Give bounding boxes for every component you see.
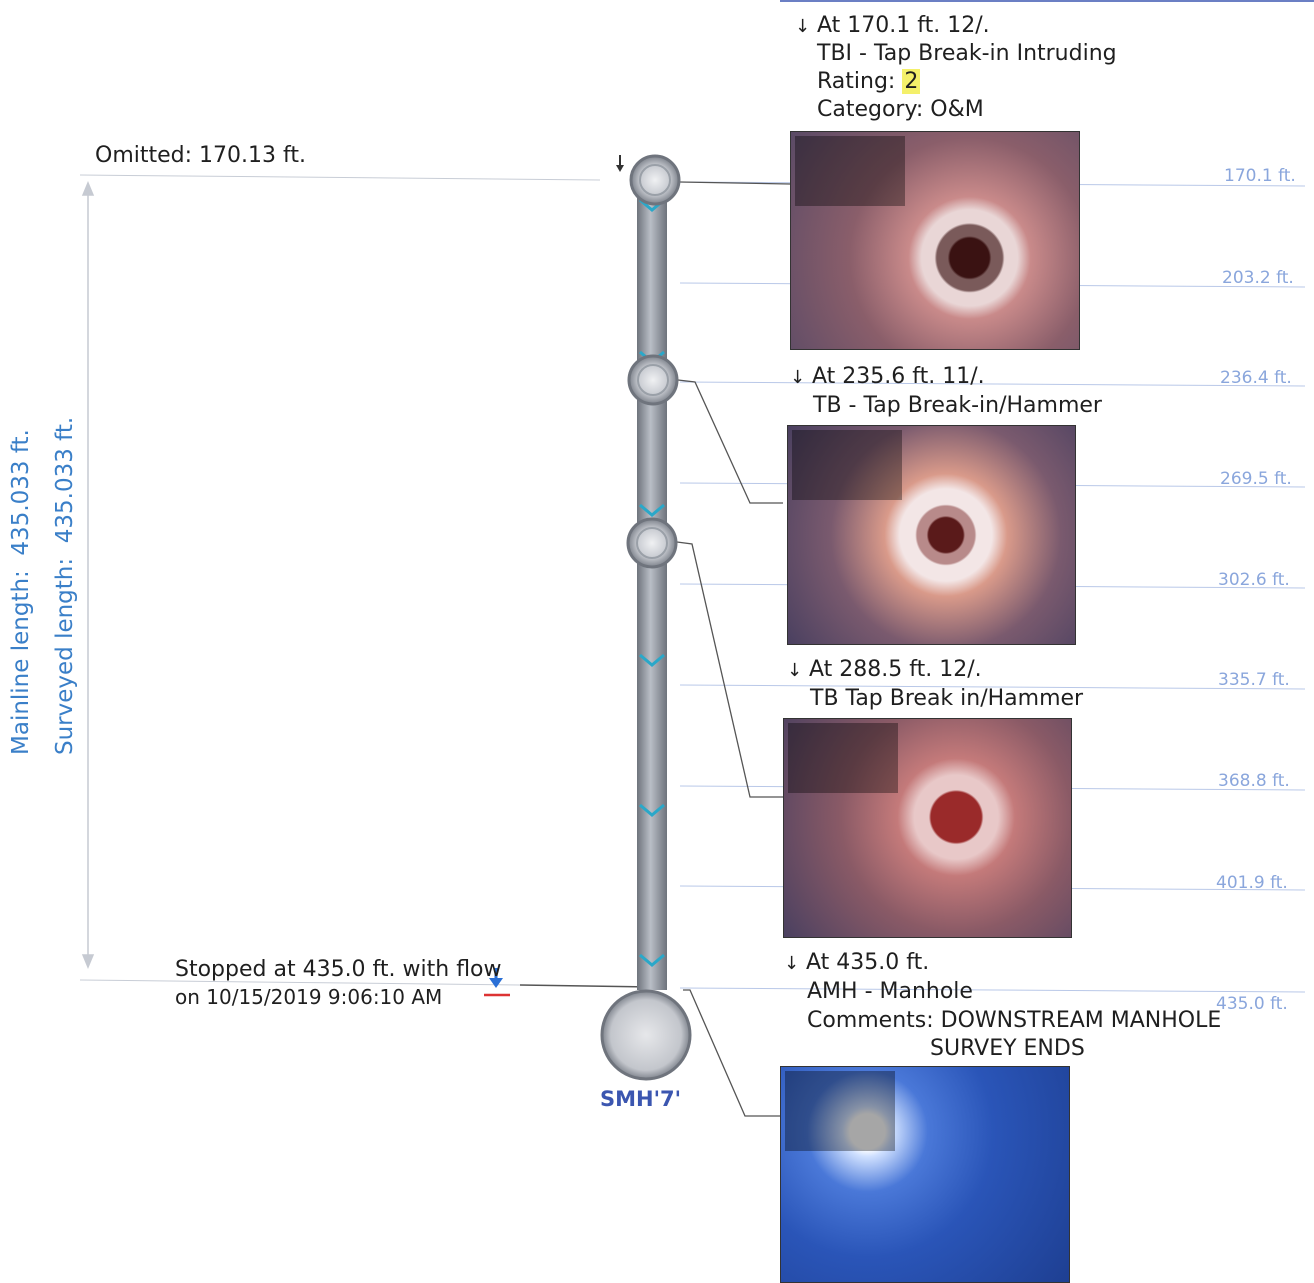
- flow-arrow: [639, 653, 665, 667]
- leader-obs-2: [677, 379, 783, 504]
- start-arrow-icon: [616, 155, 624, 172]
- distance-mark: 368.8 ft.: [1218, 771, 1290, 791]
- distance-mark: 203.2 ft.: [1222, 268, 1294, 288]
- observation-3-at: ↓At 288.5 ft. 12/.: [787, 657, 982, 682]
- surveyed-length-label: Surveyed length: 435.033 ft.: [52, 416, 78, 755]
- flow-stop-icon: [484, 968, 510, 997]
- tap-joint-170: [629, 154, 681, 206]
- omitted-label: Omitted: 170.13 ft.: [95, 143, 306, 168]
- gridline-236: [679, 381, 1306, 387]
- top-border: [780, 0, 1314, 2]
- photo-overlay-text: [788, 723, 898, 793]
- gridline-335: [679, 684, 1306, 690]
- observation-4-comments: Comments: DOWNSTREAM MANHOLE: [807, 1008, 1222, 1033]
- observation-3-photo[interactable]: [783, 718, 1072, 938]
- omitted-value: 170.13: [199, 143, 277, 168]
- distance-mark: 335.7 ft.: [1218, 670, 1290, 690]
- leader-obs-1: [679, 181, 791, 185]
- tap-joint-235: [627, 354, 679, 406]
- mainline-length-label: Mainline length: 435.033 ft.: [8, 429, 34, 755]
- down-arrow-icon: ↓: [790, 367, 806, 388]
- down-arrow-icon: ↓: [795, 16, 811, 37]
- observation-2-at: ↓At 235.6 ft. 11/.: [790, 364, 985, 389]
- flow-arrow: [639, 953, 665, 967]
- observation-1-rating: Rating: 2: [817, 69, 921, 94]
- observation-1-category: Category: O&M: [817, 97, 984, 122]
- manhole-symbol: [600, 989, 692, 1081]
- length-dimension-line: [81, 181, 95, 969]
- observation-2-code: TB - Tap Break-in/Hammer: [813, 393, 1102, 418]
- stopped-line-2: on 10/15/2019 9:06:10 AM: [175, 985, 443, 1009]
- observation-4-photo[interactable]: [780, 1066, 1070, 1283]
- rating-value: 2: [902, 69, 921, 94]
- observation-2-photo[interactable]: [787, 425, 1076, 645]
- observation-4-code: AMH - Manhole: [807, 979, 973, 1004]
- distance-mark: 401.9 ft.: [1216, 873, 1288, 893]
- distance-gridlines: [679, 181, 1306, 993]
- end-leader-line: [519, 984, 651, 988]
- observation-4-at: ↓At 435.0 ft.: [784, 950, 930, 975]
- photo-overlay-text: [785, 1071, 895, 1151]
- surveyed-length-value: 435.033 ft.: [52, 416, 78, 544]
- observation-3-code: TB Tap Break in/Hammer: [810, 686, 1084, 711]
- down-arrow-icon: ↓: [787, 660, 803, 681]
- distance-mark: 302.6 ft.: [1218, 570, 1290, 590]
- leader-obs-3: [676, 541, 783, 798]
- distance-mark: 236.4 ft.: [1220, 368, 1292, 388]
- pipe-body: [637, 180, 667, 990]
- flow-arrow: [639, 503, 665, 517]
- distance-mark: 435.0 ft.: [1216, 994, 1288, 1014]
- observation-1-at: ↓At 170.1 ft. 12/.: [795, 13, 990, 38]
- leader-lines: [676, 181, 791, 1117]
- photo-overlay-text: [795, 136, 905, 206]
- omitted-reference-line: [79, 174, 601, 181]
- photo-overlay-text: [792, 430, 902, 500]
- observation-1-code: TBI - Tap Break-in Intruding: [817, 41, 1117, 66]
- stopped-line-1: Stopped at 435.0 ft. with flow: [175, 957, 502, 982]
- leader-obs-4: [683, 989, 780, 1117]
- gridline-435: [679, 987, 1306, 993]
- distance-mark: 170.1 ft.: [1224, 166, 1296, 186]
- mainline-length-value: 435.033 ft.: [8, 429, 34, 556]
- manhole-label: SMH'7': [600, 1087, 682, 1111]
- tap-joint-288: [626, 517, 678, 569]
- observation-4-comments-2: SURVEY ENDS: [930, 1036, 1085, 1061]
- distance-mark: 269.5 ft.: [1220, 469, 1292, 489]
- end-reference-line: [79, 979, 521, 986]
- down-arrow-icon: ↓: [784, 953, 800, 974]
- flow-arrow: [639, 803, 665, 817]
- observation-1-photo[interactable]: [790, 131, 1080, 350]
